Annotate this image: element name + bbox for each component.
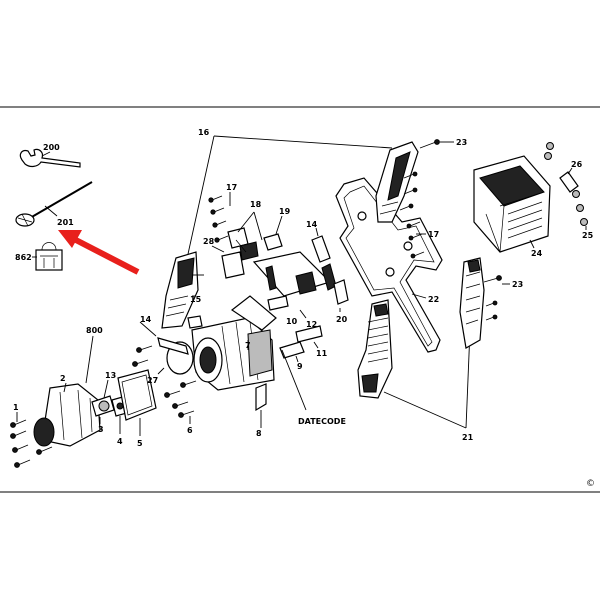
spindle-part bbox=[91, 395, 131, 417]
label-14b: 14 bbox=[306, 220, 318, 229]
connector-part bbox=[221, 227, 259, 279]
strip-part bbox=[157, 337, 189, 355]
gasket-part bbox=[117, 369, 157, 421]
label-800: 800 bbox=[86, 326, 103, 335]
bottom-grip bbox=[357, 299, 393, 399]
paddle-part bbox=[15, 181, 93, 227]
gearbox-housing bbox=[33, 383, 101, 447]
strip-part-11 bbox=[295, 325, 323, 343]
tab-part bbox=[559, 171, 579, 193]
label-19: 19 bbox=[279, 207, 291, 216]
label-4: 4 bbox=[117, 437, 123, 446]
datecode-label: DATECODE bbox=[298, 417, 346, 426]
label-9: 9 bbox=[297, 362, 303, 371]
label-862: 862 bbox=[15, 253, 32, 262]
wrench-icon bbox=[19, 148, 81, 168]
strip-part-9 bbox=[279, 341, 305, 359]
motor-housing bbox=[191, 295, 277, 391]
battery-tab bbox=[265, 265, 277, 291]
label-3: 3 bbox=[98, 425, 104, 434]
screw-icon bbox=[208, 195, 229, 243]
label-15: 15 bbox=[190, 295, 202, 304]
label-1: 1 bbox=[13, 403, 19, 412]
label-26: 26 bbox=[571, 160, 583, 169]
label-21: 21 bbox=[462, 433, 474, 442]
screw-icon bbox=[544, 142, 588, 226]
label-6: 6 bbox=[187, 426, 193, 435]
label-23a: 23 bbox=[456, 138, 467, 147]
top-handle bbox=[375, 141, 419, 223]
screw-icon bbox=[399, 139, 440, 211]
label-13: 13 bbox=[105, 371, 116, 380]
label-8: 8 bbox=[256, 429, 262, 438]
label-5: 5 bbox=[137, 439, 143, 448]
chassis-frame bbox=[335, 177, 443, 353]
label-17a: 17 bbox=[226, 183, 237, 192]
screw-icon bbox=[483, 275, 502, 321]
switch-part bbox=[263, 233, 283, 251]
label-200: 200 bbox=[43, 143, 60, 152]
label-27: 27 bbox=[147, 376, 158, 385]
label-22: 22 bbox=[428, 295, 439, 304]
label-17b: 17 bbox=[428, 230, 439, 239]
arrow-icon bbox=[58, 230, 140, 275]
screw-icon bbox=[406, 221, 425, 259]
side-grip bbox=[459, 257, 485, 349]
battery-pack bbox=[473, 155, 551, 253]
left-handle bbox=[161, 251, 199, 329]
label-10: 10 bbox=[286, 317, 298, 326]
label-2: 2 bbox=[60, 374, 66, 383]
label-7: 7 bbox=[245, 341, 251, 350]
label-20: 20 bbox=[336, 315, 348, 324]
bag-icon bbox=[35, 242, 63, 271]
copyright-mark: © bbox=[586, 479, 595, 489]
screw-icon bbox=[10, 419, 53, 468]
label-201: 201 bbox=[57, 218, 74, 227]
label-18: 18 bbox=[250, 200, 262, 209]
label-25: 25 bbox=[582, 231, 594, 240]
label-14a: 14 bbox=[140, 315, 152, 324]
label-24: 24 bbox=[531, 249, 543, 258]
label-11: 11 bbox=[316, 349, 328, 358]
clip-part bbox=[311, 235, 349, 305]
strip-part-8 bbox=[255, 383, 267, 412]
label-12: 12 bbox=[306, 320, 317, 329]
label-23b: 23 bbox=[512, 280, 523, 289]
screw-icon bbox=[132, 345, 197, 418]
label-16: 16 bbox=[198, 128, 210, 137]
label-28: 28 bbox=[203, 237, 215, 246]
